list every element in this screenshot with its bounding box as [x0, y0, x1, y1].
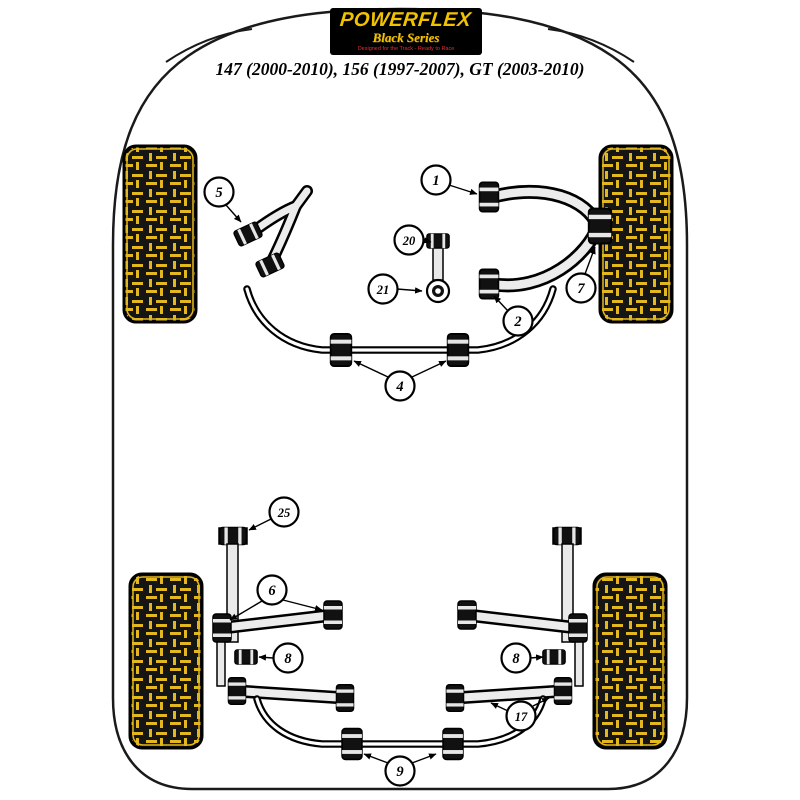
callout-4: 4 [353, 360, 447, 402]
hood-line-right [547, 28, 635, 63]
callout-9: 9 [363, 753, 437, 787]
front-left-tire [122, 144, 198, 324]
bushing [442, 727, 464, 761]
callout-21: 21 [367, 273, 423, 305]
series-name: Black Series [372, 30, 440, 46]
callout-5-label: 5 [215, 185, 222, 201]
callout-8-right-label: 8 [512, 651, 520, 667]
bushing [446, 333, 470, 367]
front-suspension [232, 181, 613, 367]
rear-suspension [212, 526, 588, 761]
callout-1: 1 [420, 164, 478, 196]
front-right-wishbone [478, 181, 613, 300]
callout-8-right: 8 [500, 642, 544, 674]
callout-20: 20 [393, 224, 432, 256]
callout-2-label: 2 [513, 314, 521, 330]
bushing [218, 526, 248, 546]
bushing [227, 676, 247, 706]
bushing [478, 268, 500, 300]
powerflex-logo: POWERFLEX Black Series Designed for the … [330, 8, 482, 55]
bushing [212, 613, 232, 643]
callouts: 1 5 20 21 7 [203, 164, 597, 787]
page-title: 147 (2000-2010), 156 (1997-2007), GT (20… [215, 59, 585, 79]
front-left-wishbone [232, 185, 313, 279]
callout-8-left-label: 8 [284, 651, 292, 667]
bushing [329, 333, 353, 367]
bushing [542, 649, 566, 665]
brand-name: POWERFLEX [339, 9, 473, 32]
bushing [587, 207, 613, 245]
rear-right-assembly [445, 526, 588, 713]
callout-2: 2 [493, 295, 534, 337]
front-right-tire [598, 144, 674, 324]
front-drop-link [425, 233, 451, 304]
bushing [426, 233, 450, 249]
bushing [553, 676, 573, 706]
bushing [568, 613, 588, 643]
bushing [341, 727, 363, 761]
callout-6: 6 [229, 574, 323, 621]
callout-7: 7 [565, 246, 597, 304]
bushing [552, 526, 582, 546]
rear-left-tire [128, 572, 204, 750]
bushing [457, 600, 477, 630]
callout-25: 25 [248, 496, 300, 531]
callout-7-label: 7 [577, 281, 585, 297]
callout-25-label: 25 [277, 506, 291, 520]
callout-9-label: 9 [396, 764, 403, 780]
callout-5: 5 [203, 176, 242, 223]
callout-17: 17 [490, 697, 550, 732]
brand-tagline: Designed for the Track - Ready to Race [357, 45, 455, 52]
callout-17-label: 17 [515, 710, 528, 724]
callout-21-label: 21 [376, 283, 390, 297]
bushing [478, 181, 500, 213]
callout-4-label: 4 [395, 379, 403, 395]
callout-6-label: 6 [268, 583, 276, 599]
callout-1-label: 1 [432, 173, 439, 189]
hood-line-left [165, 28, 253, 63]
front-anti-roll-bar [243, 285, 557, 367]
bushing [323, 600, 343, 630]
bushing [234, 649, 258, 665]
callout-20-label: 20 [402, 234, 416, 248]
callout-8-left: 8 [258, 642, 304, 674]
bushing [445, 683, 465, 713]
rear-left-assembly [212, 526, 355, 713]
rear-right-tire [592, 572, 668, 750]
bushing [335, 683, 355, 713]
